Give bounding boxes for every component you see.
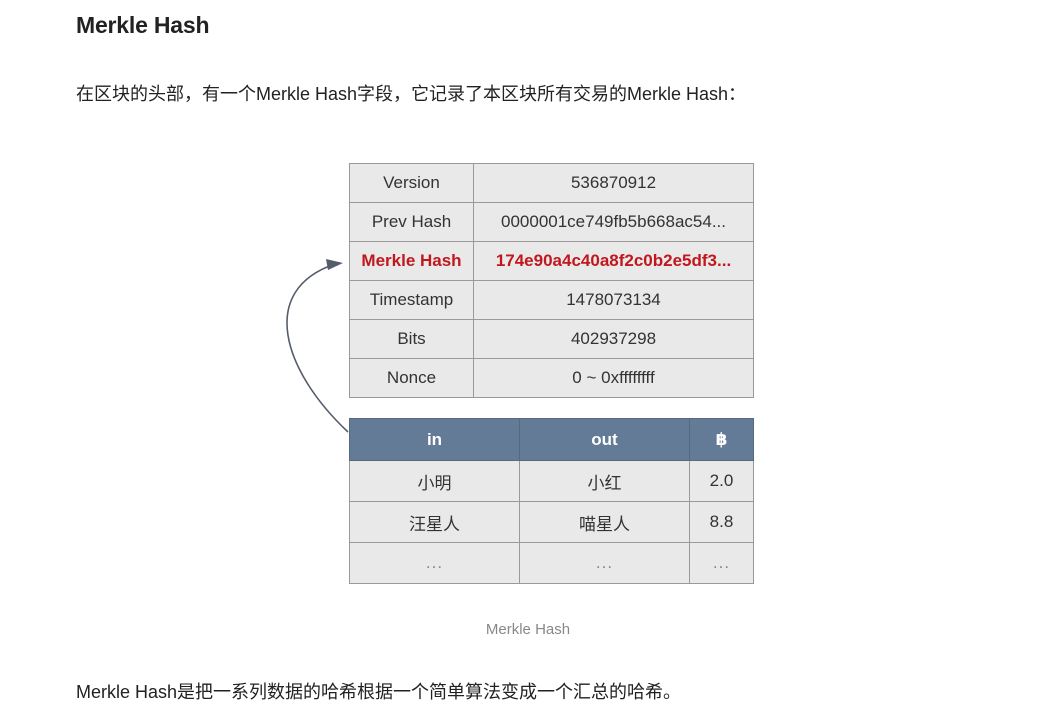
tx-out: 小红 xyxy=(519,460,690,502)
tx-header-row: in out ฿ xyxy=(349,418,754,461)
header-value: 1478073134 xyxy=(473,280,754,320)
closing-paragraph: Merkle Hash是把一系列数据的哈希根据一个简单算法变成一个汇总的哈希。 xyxy=(76,682,682,702)
section-heading: Merkle Hash xyxy=(76,12,210,38)
tx-amount: 8.8 xyxy=(689,501,754,543)
header-row-merkle-hash: Merkle Hash 174e90a4c40a8f2c0b2e5df3... xyxy=(349,241,754,281)
header-key: Bits xyxy=(349,319,474,359)
header-value: 0 ~ 0xffffffff xyxy=(473,358,754,398)
header-row-version: Version 536870912 xyxy=(349,163,754,203)
tx-in: 小明 xyxy=(349,460,520,502)
tx-amount: ... xyxy=(689,542,754,584)
block-header-table: Version 536870912 Prev Hash 0000001ce749… xyxy=(349,163,754,398)
header-value: 536870912 xyxy=(473,163,754,203)
header-value: 402937298 xyxy=(473,319,754,359)
tx-amount: 2.0 xyxy=(689,460,754,502)
header-row-timestamp: Timestamp 1478073134 xyxy=(349,280,754,320)
header-row-nonce: Nonce 0 ~ 0xffffffff xyxy=(349,358,754,398)
header-key: Prev Hash xyxy=(349,202,474,242)
col-out-header: out xyxy=(519,418,690,461)
header-value: 0000001ce749fb5b668ac54... xyxy=(473,202,754,242)
header-row-bits: Bits 402937298 xyxy=(349,319,754,359)
header-key: Version xyxy=(349,163,474,203)
tx-out: 喵星人 xyxy=(519,501,690,543)
intro-paragraph: 在区块的头部，有一个Merkle Hash字段，它记录了本区块所有交易的Merk… xyxy=(76,84,747,104)
col-in-header: in xyxy=(349,418,520,461)
figure-caption: Merkle Hash xyxy=(485,621,571,638)
bitcoin-icon: ฿ xyxy=(689,418,754,461)
header-row-prev-hash: Prev Hash 0000001ce749fb5b668ac54... xyxy=(349,202,754,242)
table-row: 小明 小红 2.0 xyxy=(349,460,754,502)
header-key: Nonce xyxy=(349,358,474,398)
header-key: Timestamp xyxy=(349,280,474,320)
table-row: ... ... ... xyxy=(349,542,754,584)
transactions-table: in out ฿ 小明 小红 2.0 汪星人 喵星人 8.8 ... ... .… xyxy=(349,418,754,584)
tx-out: ... xyxy=(519,542,690,584)
header-key: Merkle Hash xyxy=(349,241,474,281)
table-row: 汪星人 喵星人 8.8 xyxy=(349,501,754,543)
tx-in: ... xyxy=(349,542,520,584)
tx-in: 汪星人 xyxy=(349,501,520,543)
header-value: 174e90a4c40a8f2c0b2e5df3... xyxy=(473,241,754,281)
